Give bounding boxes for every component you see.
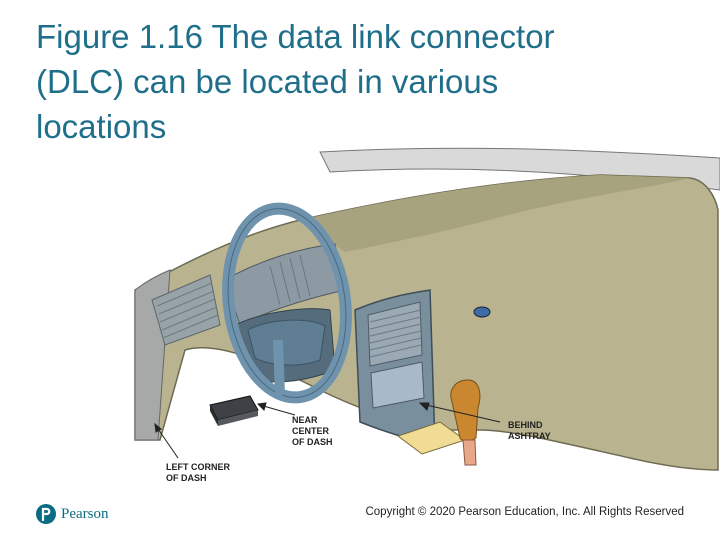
callout-left-corner: LEFT CORNER OF DASH <box>166 462 230 483</box>
leader-behind-ashtray <box>421 403 501 423</box>
radio-panel <box>370 361 425 409</box>
title-line-2: (DLC) can be located in various <box>36 63 499 100</box>
pearson-logo: Pearson <box>36 502 109 526</box>
title-line-3: locations <box>36 108 167 145</box>
callout-near-center: NEAR CENTER OF DASH <box>292 415 333 447</box>
leader-near-center <box>259 404 296 416</box>
leader-left-corner <box>155 425 179 459</box>
copyright-notice: Copyright © 2020 Pearson Education, Inc.… <box>365 506 684 518</box>
title-line-1: Figure 1.16 The data link connector <box>36 18 555 55</box>
callout-behind-ashtray: BEHIND ASHTRAY <box>508 420 551 441</box>
gear-shifter-base <box>462 439 477 466</box>
center-vent <box>367 301 423 367</box>
windshield-outline <box>319 147 720 191</box>
slide-title: Figure 1.16 The data link connector (DLC… <box>36 14 676 149</box>
steering-wheel-hub <box>247 319 326 366</box>
gear-shifter-knob <box>450 379 481 442</box>
dashboard-illustration <box>134 147 720 471</box>
glovebox-button <box>473 306 491 318</box>
dashboard-top-shade <box>300 175 690 252</box>
pearson-wordmark: Pearson <box>61 505 109 522</box>
pearson-p-icon <box>36 504 56 524</box>
